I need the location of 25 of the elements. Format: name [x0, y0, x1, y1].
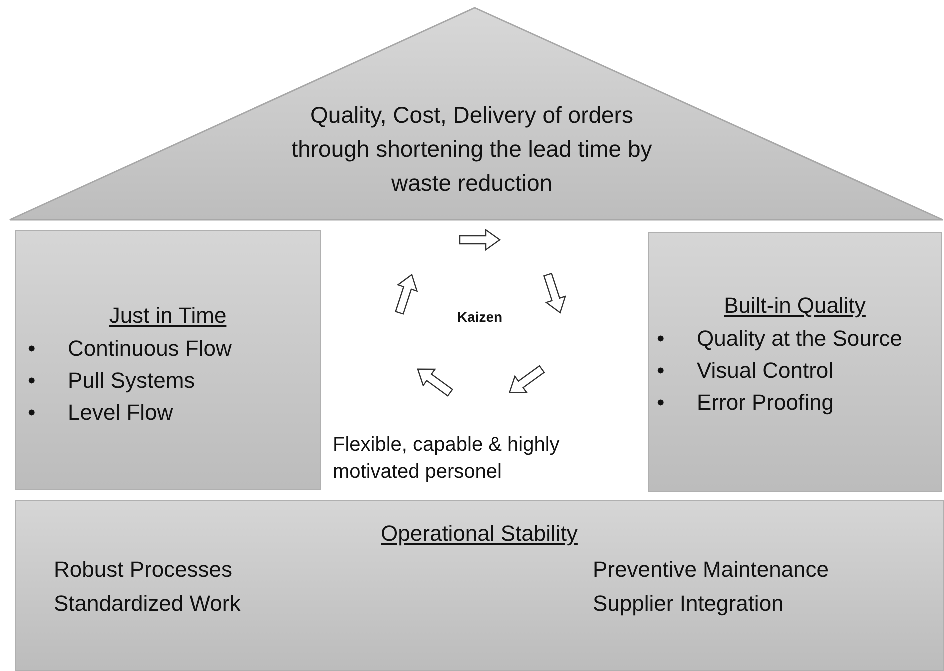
- bullet-mark: •: [657, 325, 666, 353]
- bullet-text: Error Proofing: [697, 389, 834, 417]
- pillar-box: [648, 232, 942, 492]
- item-text: Standardized Work: [54, 590, 241, 618]
- item-text: Preventive Maintenance: [593, 556, 830, 584]
- heading-text: Operational Stability: [380, 520, 579, 548]
- bullet-text: Quality at the Source: [697, 325, 902, 353]
- bullet-text: Level Flow: [68, 399, 174, 427]
- roof-text: Quality, Cost, Delivery of orders through shortening the lead time by waste reduction: [290, 101, 654, 198]
- bullet-text: Visual Control: [697, 357, 834, 385]
- bullet-text: Pull Systems: [68, 367, 196, 395]
- bullet-mark: •: [28, 367, 37, 395]
- bullet-mark: •: [28, 335, 37, 363]
- bullet-text: Continuous Flow: [68, 335, 232, 363]
- heading-text: Just in Time: [108, 302, 228, 330]
- bullet-mark: •: [657, 357, 666, 385]
- foundation-box: [15, 500, 944, 671]
- pillar-box: [15, 230, 321, 490]
- item-text: Supplier Integration: [593, 590, 785, 618]
- heading-text: Built-in Quality: [723, 292, 867, 320]
- bullet-mark: •: [28, 399, 37, 427]
- bullet-mark: •: [657, 389, 666, 417]
- cycle-label: Kaizen: [456, 308, 504, 327]
- item-text: Robust Processes: [54, 556, 234, 584]
- caption-text: Flexible, capable & highly motivated personel: [333, 433, 561, 485]
